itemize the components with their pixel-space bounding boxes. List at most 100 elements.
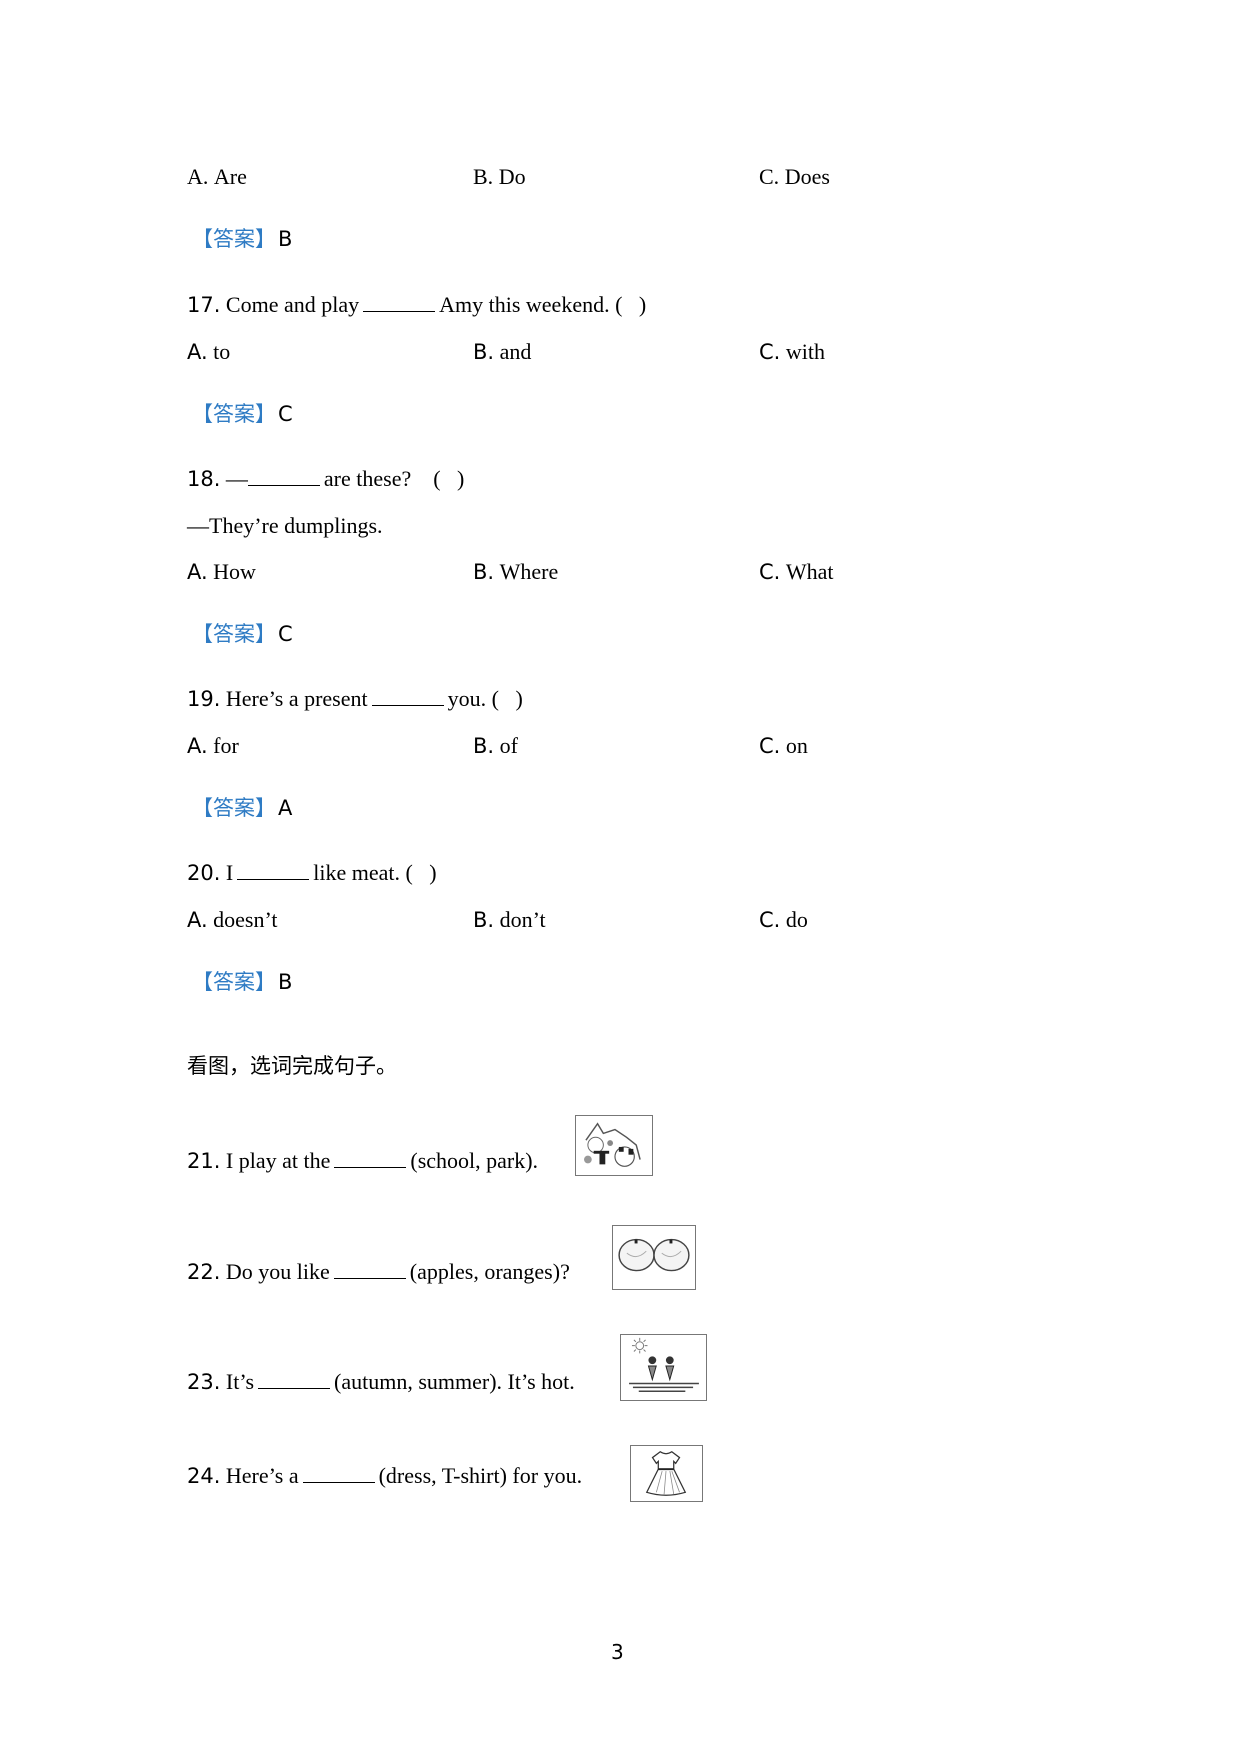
option-value: of xyxy=(499,733,518,758)
question-number: 17. xyxy=(187,293,221,317)
option-value: don’t xyxy=(499,907,546,932)
question-text: are these? ( ) xyxy=(323,466,465,491)
answer-tag: 【答案】 xyxy=(192,970,276,994)
question-18-reply: —They’re dumplings. xyxy=(187,513,383,538)
option-value: for xyxy=(213,733,239,758)
oranges-illustration-icon xyxy=(618,1238,690,1272)
answer-blank xyxy=(371,685,444,706)
q16-option-b: B. Do xyxy=(473,163,526,191)
answer-letter: C xyxy=(278,622,293,646)
question-text: (dress, T-shirt) for you. xyxy=(378,1463,583,1488)
summer-picture xyxy=(620,1334,707,1401)
q19-answer: 【答案】A xyxy=(192,794,292,822)
question-24: 24. Here’s a (dress, T-shirt) for you. xyxy=(187,1462,582,1490)
answer-tag: 【答案】 xyxy=(192,796,276,820)
question-text: Here’s a present xyxy=(225,686,368,711)
option-value: Does xyxy=(784,164,830,189)
question-23: 23. It’s (autumn, summer). It’s hot. xyxy=(187,1368,575,1396)
option-label: C. xyxy=(759,340,781,364)
answer-tag: 【答案】 xyxy=(192,227,276,251)
question-text: Amy this weekend. ( ) xyxy=(439,292,647,317)
answer-letter: B xyxy=(278,227,293,251)
answer-letter: A xyxy=(278,796,293,820)
question-number: 18. xyxy=(187,467,221,491)
question-number: 21. xyxy=(187,1149,221,1173)
q20-answer: 【答案】B xyxy=(192,968,292,996)
option-label: B. xyxy=(473,164,494,189)
answer-blank xyxy=(237,859,310,880)
question-text: It’s xyxy=(225,1369,255,1394)
q18-option-c: C. What xyxy=(759,558,834,586)
question-text: Do you like xyxy=(225,1259,330,1284)
option-label: C. xyxy=(759,164,780,189)
park-illustration-icon xyxy=(584,1122,641,1167)
q20-option-a: A. doesn’t xyxy=(187,906,278,934)
question-text: (school, park). xyxy=(410,1148,539,1173)
q16-option-c: C. Does xyxy=(759,163,830,191)
q20-option-c: C. do xyxy=(759,906,808,934)
question-text: Here’s a xyxy=(225,1463,299,1488)
option-label: A. xyxy=(187,734,208,758)
q17-option-a: A. to xyxy=(187,338,230,366)
section-title: 看图，选词完成句子。 xyxy=(187,1054,397,1078)
question-number: 22. xyxy=(187,1260,221,1284)
question-number: 19. xyxy=(187,687,221,711)
q17-option-b: B. and xyxy=(473,338,531,366)
option-label: B. xyxy=(473,340,495,364)
answer-blank xyxy=(258,1368,331,1389)
summer-beach-illustration-icon xyxy=(629,1337,699,1392)
question-18: 18. — are these? ( ) xyxy=(187,465,464,493)
option-label: C. xyxy=(759,560,781,584)
question-text: you. ( ) xyxy=(447,686,523,711)
question-text: I xyxy=(225,860,234,885)
option-value: and xyxy=(499,339,532,364)
option-label: A. xyxy=(187,340,208,364)
dress-illustration-icon xyxy=(645,1451,687,1496)
question-text: Come and play xyxy=(225,292,360,317)
q18-answer: 【答案】C xyxy=(192,620,293,648)
answer-blank xyxy=(333,1258,406,1279)
question-number: 24. xyxy=(187,1464,221,1488)
answer-tag: 【答案】 xyxy=(192,402,276,426)
q17-option-c: C. with xyxy=(759,338,825,366)
question-22: 22. Do you like (apples, oranges)? xyxy=(187,1258,570,1286)
dress-picture xyxy=(630,1445,703,1502)
question-text: (autumn, summer). It’s hot. xyxy=(334,1369,575,1394)
answer-blank xyxy=(363,291,436,312)
option-value: do xyxy=(785,907,808,932)
answer-blank xyxy=(334,1147,407,1168)
q16-option-a: A. Are xyxy=(187,163,247,191)
option-label: B. xyxy=(473,734,495,758)
option-value: What xyxy=(785,559,834,584)
option-value: with xyxy=(785,339,825,364)
option-label: A. xyxy=(187,164,209,189)
q20-option-b: B. don’t xyxy=(473,906,546,934)
answer-letter: C xyxy=(278,402,293,426)
answer-tag: 【答案】 xyxy=(192,622,276,646)
option-value: Are xyxy=(213,164,247,189)
question-number: 23. xyxy=(187,1370,221,1394)
q19-option-b: B. of xyxy=(473,732,518,760)
page-number: 3 xyxy=(611,1640,624,1664)
option-label: C. xyxy=(759,908,781,932)
oranges-picture xyxy=(612,1225,696,1290)
answer-blank xyxy=(302,1462,375,1483)
question-text: — xyxy=(225,466,248,491)
question-21: 21. I play at the (school, park). xyxy=(187,1147,538,1175)
option-label: A. xyxy=(187,908,208,932)
q18-option-a: A. How xyxy=(187,558,256,586)
question-19: 19. Here’s a present you. ( ) xyxy=(187,685,523,713)
option-value: on xyxy=(785,733,808,758)
option-value: How xyxy=(213,559,256,584)
question-text: I play at the xyxy=(225,1148,331,1173)
question-text: (apples, oranges)? xyxy=(409,1259,570,1284)
answer-letter: B xyxy=(278,970,293,994)
question-17: 17. Come and play Amy this weekend. ( ) xyxy=(187,291,646,319)
question-number: 20. xyxy=(187,861,221,885)
option-label: C. xyxy=(759,734,781,758)
q16-answer: 【答案】B xyxy=(192,225,292,253)
question-text: like meat. ( ) xyxy=(313,860,437,885)
option-label: B. xyxy=(473,908,495,932)
answer-blank xyxy=(247,465,320,486)
